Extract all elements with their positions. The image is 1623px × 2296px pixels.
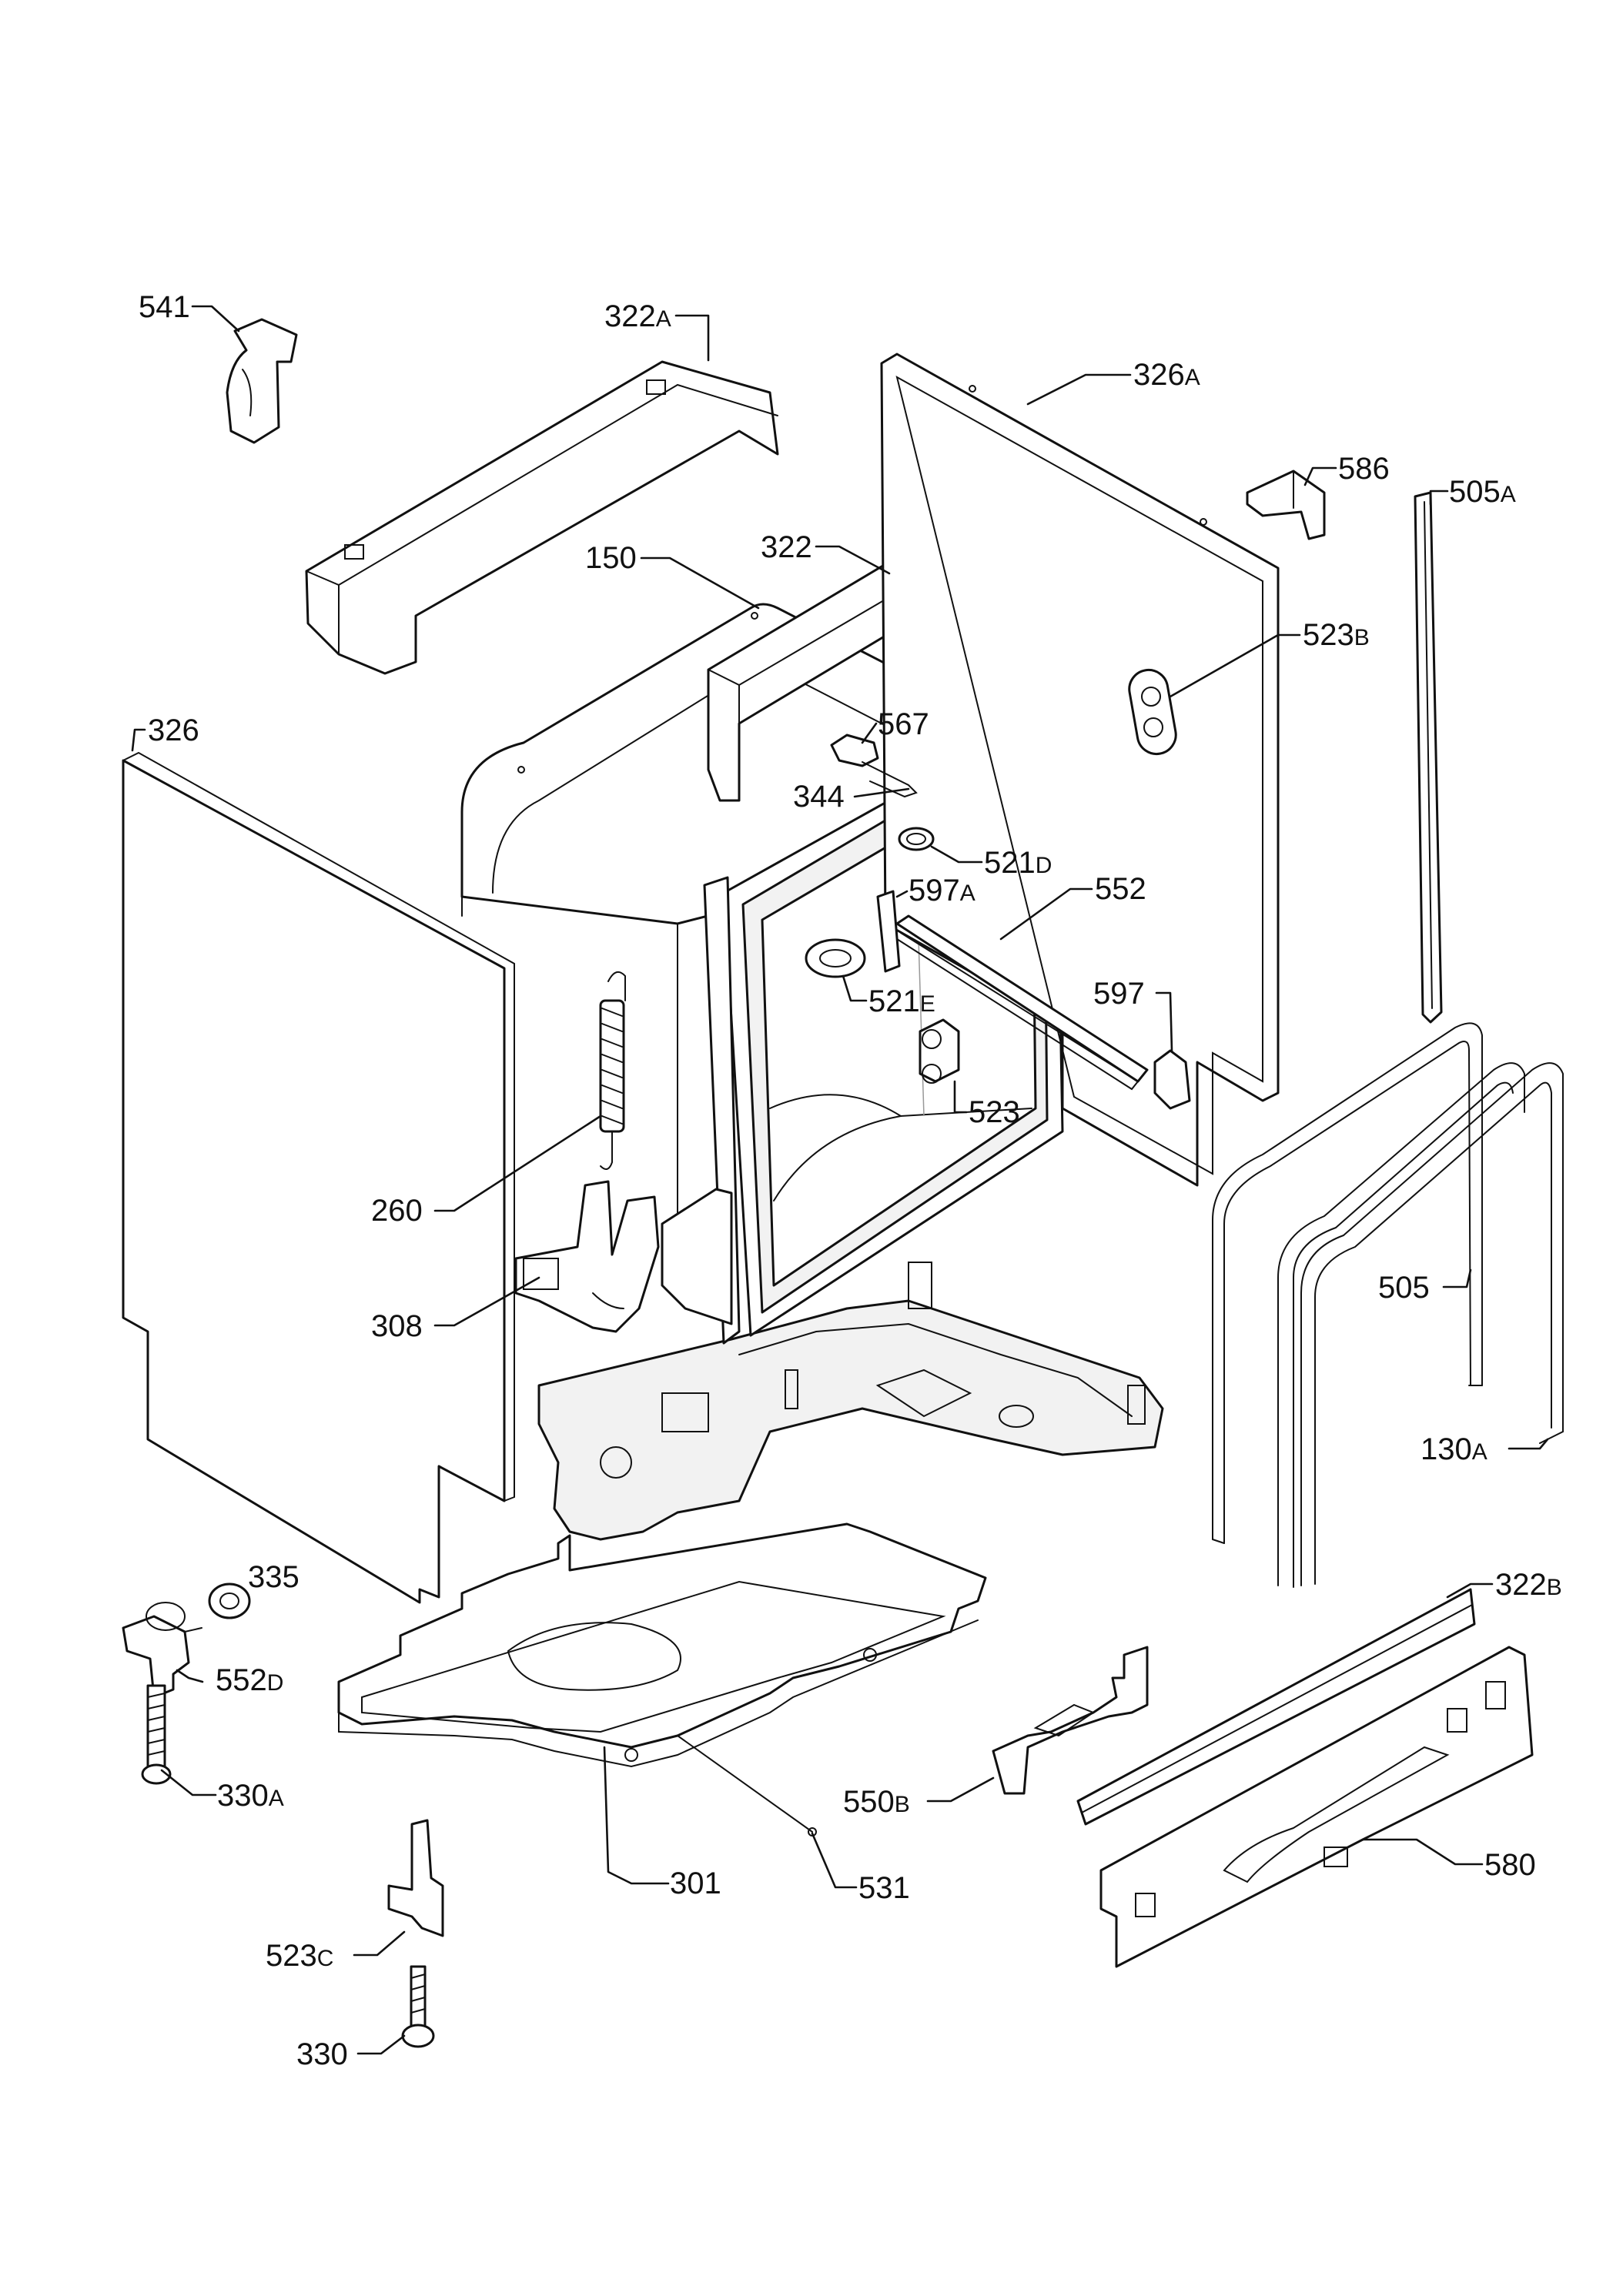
leader-567	[861, 722, 878, 744]
leader-130A	[1508, 1438, 1549, 1450]
part-260-spring	[599, 971, 626, 1170]
label-550B: 550B	[843, 1785, 910, 1819]
leader-330	[356, 2034, 406, 2055]
label-597: 597	[1093, 977, 1145, 1011]
leader-550B	[926, 1776, 995, 1803]
label-586: 586	[1338, 452, 1390, 486]
leader-597	[1155, 991, 1173, 1052]
leader-523B	[1169, 633, 1301, 698]
leader-322	[815, 545, 891, 575]
leader-521D	[930, 845, 983, 864]
part-330A-screw	[141, 1684, 172, 1785]
part-521D-ring	[898, 827, 935, 851]
leader-586	[1303, 466, 1337, 486]
leader-521E	[842, 974, 868, 1002]
part-531-wire	[677, 1735, 817, 1836]
label-326: 326	[148, 714, 199, 747]
leader-531	[811, 1832, 858, 1889]
part-567-clip	[830, 734, 879, 767]
label-521D: 521D	[984, 846, 1052, 880]
label-330: 330	[296, 2037, 348, 2071]
leader-344	[853, 787, 910, 798]
label-505: 505	[1378, 1271, 1430, 1305]
label-523B: 523B	[1303, 618, 1370, 652]
part-335-gear	[208, 1582, 251, 1619]
part-base-frame	[537, 1262, 1164, 1541]
part-597A-clip	[876, 890, 901, 973]
part-521E-ring	[805, 938, 866, 978]
part-586-bracket	[1246, 470, 1326, 540]
label-597A: 597A	[909, 874, 975, 907]
label-344: 344	[793, 780, 845, 814]
leader-580	[1361, 1838, 1484, 1866]
leader-308	[433, 1276, 540, 1327]
part-326-side-panel	[122, 751, 515, 1604]
part-322A-top-bracket	[305, 360, 779, 675]
label-567: 567	[878, 707, 929, 741]
leader-330A	[160, 1769, 217, 1796]
label-322A: 322A	[604, 299, 671, 333]
part-505A-seal-strip	[1414, 491, 1443, 1024]
part-552D-motor	[122, 1602, 202, 1699]
label-260: 260	[371, 1194, 423, 1228]
leader-150	[640, 556, 760, 610]
part-tub-left-rail	[661, 876, 741, 1345]
leader-541	[191, 305, 240, 333]
part-301-base-tray	[337, 1522, 987, 1768]
label-531: 531	[858, 1871, 910, 1905]
label-150: 150	[585, 541, 637, 575]
label-301: 301	[670, 1867, 721, 1900]
label-523: 523	[969, 1095, 1020, 1129]
part-505-tub-seal	[1212, 1022, 1483, 1544]
leader-505A	[1429, 490, 1449, 506]
part-541-clip	[226, 318, 298, 444]
leader-301	[603, 1746, 670, 1885]
leader-552D	[176, 1669, 204, 1683]
label-505A: 505A	[1449, 475, 1516, 509]
label-335: 335	[248, 1560, 300, 1594]
leader-552	[999, 887, 1093, 941]
label-523C: 523C	[266, 1939, 333, 1973]
leader-505	[1442, 1268, 1472, 1288]
label-326A: 326A	[1133, 358, 1200, 392]
label-541: 541	[139, 290, 190, 324]
label-322: 322	[761, 530, 812, 564]
part-523-grommet	[919, 1018, 960, 1084]
part-330-screw	[401, 1965, 435, 2048]
label-130A: 130A	[1421, 1432, 1487, 1466]
part-322B-rail	[1076, 1588, 1476, 1826]
leader-322B	[1446, 1582, 1494, 1599]
part-552-rail	[895, 914, 1149, 1091]
part-550B-bracket	[992, 1646, 1149, 1795]
leader-523	[953, 1080, 968, 1114]
part-523C-support	[387, 1819, 444, 1937]
label-330A: 330A	[217, 1779, 284, 1813]
part-308-hinge	[514, 1180, 660, 1333]
leader-260	[433, 1115, 602, 1212]
label-580: 580	[1484, 1848, 1536, 1882]
part-labels: 541 322A 326A 586 505A 150 322 523B 326 …	[139, 290, 1562, 2071]
label-322B: 322B	[1495, 1568, 1562, 1602]
leader-326A	[1026, 373, 1132, 406]
leader-lines	[131, 305, 1549, 2055]
label-308: 308	[371, 1309, 423, 1343]
label-552: 552	[1095, 872, 1146, 906]
part-130A-door-seal	[1277, 1062, 1564, 1588]
leader-326	[131, 728, 146, 752]
part-523B-grommet	[1128, 668, 1177, 756]
leader-322A	[674, 314, 710, 362]
part-597-clip	[1153, 1049, 1191, 1110]
leader-523C	[353, 1930, 406, 1957]
label-521E: 521E	[868, 984, 935, 1018]
label-552D: 552D	[216, 1663, 283, 1697]
leader-597A	[895, 890, 909, 898]
